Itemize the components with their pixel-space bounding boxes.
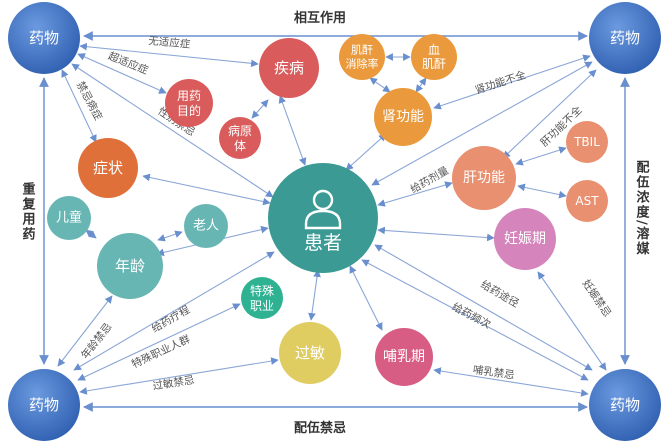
ast-label: AST (575, 194, 599, 208)
edge-hepatic-tbil (515, 146, 567, 166)
edge-label-over-indication: 超适应症 (106, 49, 150, 77)
side-label-top: 相互作用 (294, 10, 346, 26)
edge-patient-hepatic (377, 181, 453, 207)
age-node[interactable]: 年龄 (97, 233, 163, 299)
lactation-node[interactable]: 哺乳期 (375, 328, 433, 386)
side-label-left: 重复用药 (20, 181, 37, 242)
edge-patient-renal (345, 133, 387, 171)
edge-disease-pathogen (251, 99, 269, 119)
symptom-label: 症状 (93, 159, 123, 177)
edge-patient-pregnancy (377, 226, 495, 242)
edge-label-lactation: 哺乳禁忌 (472, 363, 515, 382)
edge-drug-pregnancy (537, 271, 607, 371)
hepatic-node[interactable]: 肝功能 (452, 146, 516, 210)
purpose-label-line1: 用药 (177, 89, 201, 103)
purpose-label-line2: 目的 (177, 103, 201, 118)
purpose-node[interactable]: 用药 目的 (165, 79, 213, 127)
elderly-label: 老人 (193, 219, 219, 234)
edge-patient-disease (278, 95, 307, 166)
drug-node-bottom-left[interactable]: 药物 (8, 369, 80, 441)
drug-label: 药物 (29, 396, 59, 414)
symptom-node[interactable]: 症状 (78, 138, 138, 198)
edge-label-dosage: 给药剂量 (408, 163, 451, 196)
edge-age-elderly (157, 230, 183, 242)
edge-blood-renal (415, 77, 427, 93)
tbil-node[interactable]: TBIL (566, 121, 608, 163)
pregnancy-node[interactable]: 妊娠期 (494, 208, 556, 270)
edge-age-child (85, 229, 97, 239)
ast-node[interactable]: AST (566, 180, 608, 222)
disease-node[interactable]: 疾病 (259, 38, 319, 98)
edge-patient-allergy (308, 269, 321, 321)
side-label-right: 配伍浓度/溶媒 (634, 160, 651, 257)
edge-drug-disease (79, 42, 259, 68)
patient-label: 患者 (304, 232, 342, 254)
edge-label-course: 给药疗程 (149, 303, 192, 336)
tbil-label: TBIL (573, 135, 600, 149)
edge-drug-allergy (79, 357, 279, 395)
drug-label: 药物 (610, 396, 640, 414)
drug-label: 药物 (29, 29, 59, 47)
creatinine-label-line2: 消除率 (346, 57, 379, 71)
elderly-node[interactable]: 老人 (184, 204, 228, 248)
edge-patient-lactation (349, 265, 383, 331)
side-label-bottom: 配伍禁忌 (294, 420, 346, 436)
occupation-label-line1: 特殊 (250, 283, 274, 298)
hepatic-label: 肝功能 (463, 170, 505, 186)
drug-label: 药物 (610, 29, 640, 47)
edge-label-allergy: 过敏禁忌 (152, 373, 196, 392)
child-label: 儿童 (56, 210, 82, 226)
pathogen-label-line1: 病原 (228, 123, 252, 138)
occupation-label-line2: 职业 (250, 299, 274, 313)
inner-edges (57, 42, 607, 397)
drug-node-top-right[interactable]: 药物 (589, 2, 661, 74)
renal-node[interactable]: 肾功能 (374, 88, 432, 146)
allergy-node[interactable]: 过敏 (279, 322, 341, 384)
renal-label: 肾功能 (382, 109, 424, 125)
pregnancy-label: 妊娠期 (504, 231, 546, 247)
creatinine-node[interactable]: 肌酐 消除率 (339, 34, 385, 80)
drug-node-top-left[interactable]: 药物 (8, 2, 80, 74)
allergy-label: 过敏 (295, 344, 325, 362)
patient-node[interactable]: 患者 (268, 163, 378, 273)
disease-label: 疾病 (274, 59, 304, 77)
border-edges (39, 31, 630, 412)
lactation-label: 哺乳期 (383, 349, 425, 365)
person-icon (304, 189, 342, 230)
blood-creatinine-label-line1: 血 (428, 43, 440, 57)
pathogen-node[interactable]: 病原 体 (219, 117, 261, 159)
edge-drug-hepatic (502, 69, 597, 159)
blood-creatinine-label-line2: 肌酐 (422, 57, 446, 71)
blood-creatinine-node[interactable]: 血 肌酐 (411, 34, 457, 80)
edge-label-route: 给药途径 (478, 278, 521, 311)
edge-label-renal: 肾功能不全 (473, 68, 527, 97)
edge-patient-symptom (142, 173, 271, 206)
edge-hepatic-ast (517, 183, 567, 199)
creatinine-label-line1: 肌酐 (351, 44, 373, 57)
edge-label-frequency: 给药频次 (450, 300, 494, 331)
edge-label-pregnancy: 妊娠禁忌 (580, 277, 614, 319)
edge-drug-lactation (433, 367, 589, 397)
edge-creatinine-renal (369, 77, 391, 93)
drug-node-bottom-right[interactable]: 药物 (589, 369, 661, 441)
pathogen-label-line2: 体 (234, 139, 246, 153)
edge-label-age-contra: 年龄禁忌 (78, 320, 114, 361)
child-node[interactable]: 儿童 (47, 196, 91, 240)
edge-label-symptom-contra: 禁忌病症 (74, 79, 105, 123)
edge-label-no-indication: 无适应症 (148, 34, 191, 51)
age-label: 年龄 (115, 257, 145, 275)
occupation-node[interactable]: 特殊 职业 (241, 277, 283, 319)
